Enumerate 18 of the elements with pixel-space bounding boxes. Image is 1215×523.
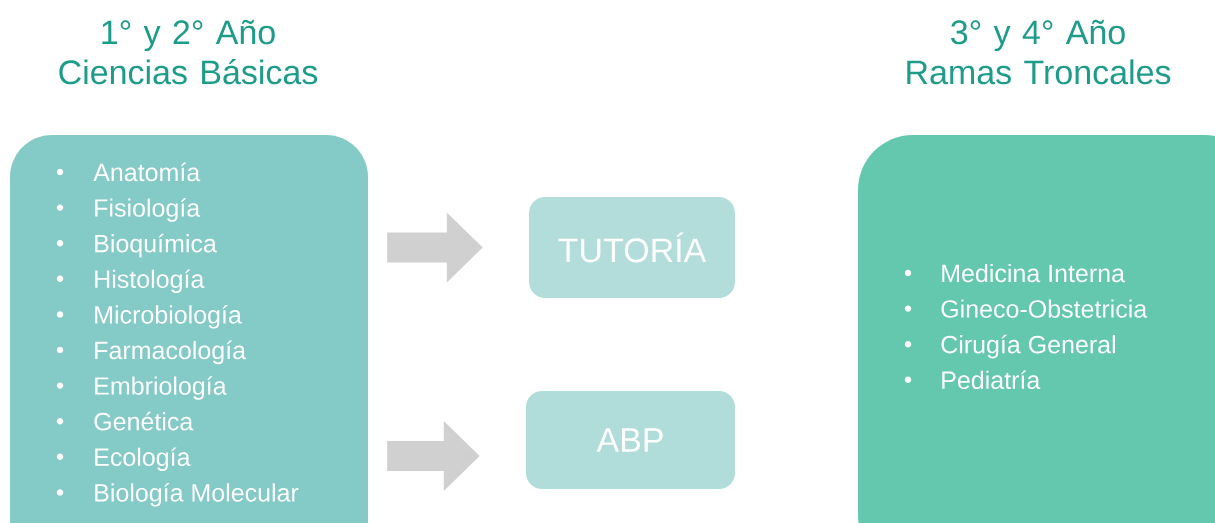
list-item: Biología Molecular xyxy=(95,483,299,507)
list-item: Embriología xyxy=(95,376,227,400)
list-item: Pediatría xyxy=(942,370,1041,390)
column-heading: 1° y 2° Año Ciencias Básicas xyxy=(59,19,318,85)
column-heading: 3° y 4° Año Ramas Troncales xyxy=(907,19,1171,85)
list-item: Anatomía xyxy=(93,162,201,182)
list-item: Farmacología xyxy=(95,340,247,365)
list-item: Gineco-Obstetricia xyxy=(941,299,1148,318)
list-item: Microbiología xyxy=(95,305,242,329)
list-item: Cirugía General xyxy=(941,334,1115,359)
list-item: Fisiología xyxy=(95,198,201,222)
list-item: Histología xyxy=(95,269,205,293)
list-item: Genética xyxy=(94,411,194,431)
list-item: Bioquímica xyxy=(95,233,217,258)
list-item: Ecología xyxy=(95,447,191,471)
list-item: Medicina Interna xyxy=(942,263,1125,283)
label-box: TUTORÍA xyxy=(529,197,735,298)
label-box: ABP xyxy=(526,391,735,489)
